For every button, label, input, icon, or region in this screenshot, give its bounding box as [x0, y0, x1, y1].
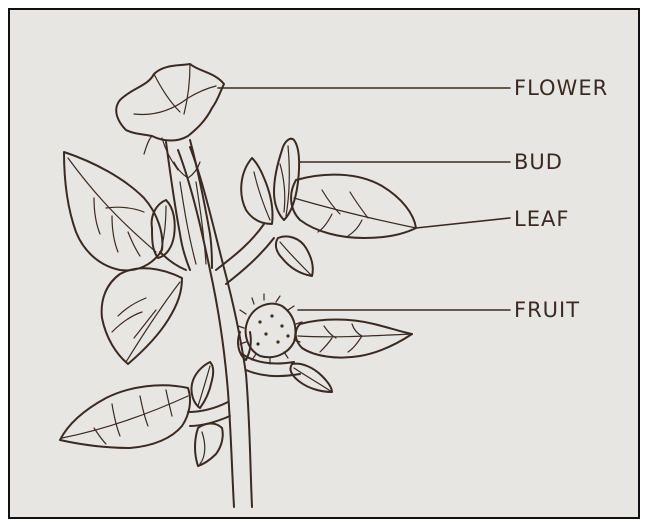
flower: [116, 64, 224, 270]
plant-diagram: FLOWER BUD LEAF FRUIT: [10, 10, 638, 517]
diagram-frame: FLOWER BUD LEAF FRUIT: [8, 8, 640, 519]
fruit: [238, 294, 302, 364]
label-fruit: FRUIT: [514, 298, 580, 322]
label-bud: BUD: [514, 150, 563, 174]
label-leaf: LEAF: [514, 207, 569, 231]
label-flower: FLOWER: [514, 76, 608, 100]
leaf-leader: [416, 218, 510, 228]
leaves: [60, 152, 416, 466]
bud: [241, 139, 299, 224]
